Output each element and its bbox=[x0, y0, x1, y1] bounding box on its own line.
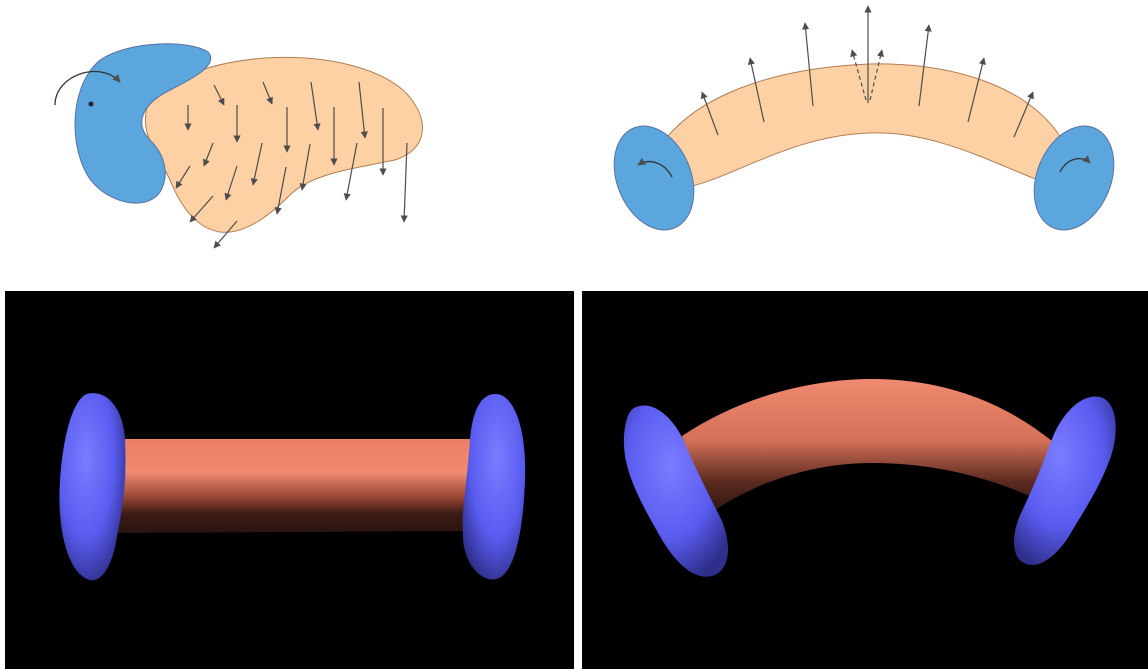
panel-straight-render bbox=[5, 291, 574, 669]
bent-schematic-svg bbox=[574, 0, 1148, 285]
straight-render-svg bbox=[5, 291, 574, 669]
twisted-body bbox=[145, 57, 422, 232]
bent-render-svg bbox=[582, 291, 1148, 669]
panel-bent-render bbox=[582, 291, 1148, 669]
twisted-schematic-svg bbox=[0, 0, 574, 285]
pivot-dot bbox=[89, 102, 94, 107]
bent-body bbox=[659, 64, 1059, 188]
panel-bent-schematic bbox=[574, 0, 1148, 285]
straight-tube bbox=[110, 439, 483, 533]
panel-twisted-schematic bbox=[0, 0, 574, 285]
